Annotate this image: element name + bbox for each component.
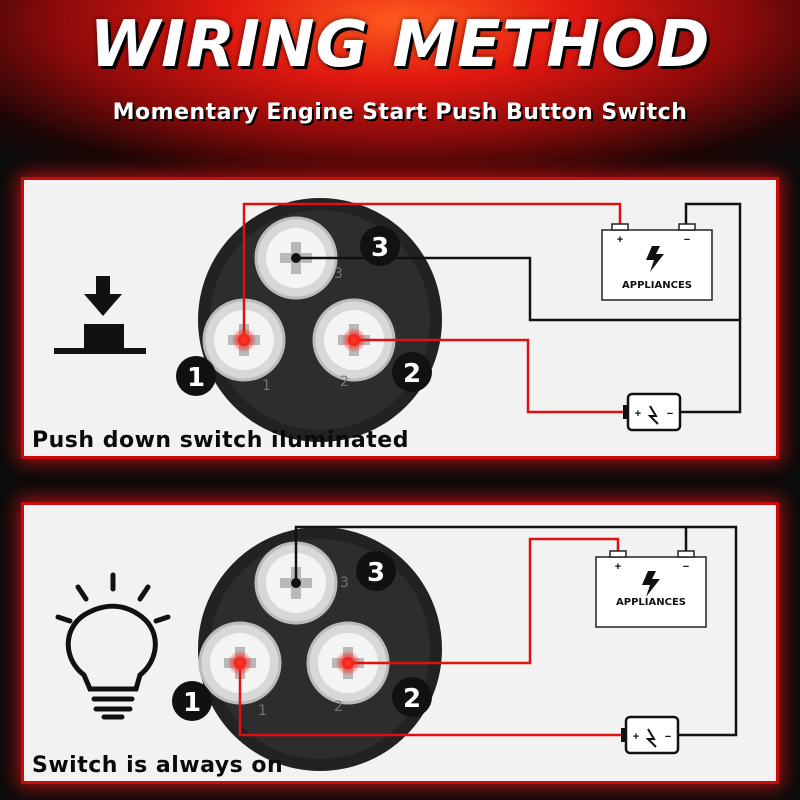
panel-caption: Push down switch iluminated <box>32 428 409 453</box>
molded-number-2: 2 <box>340 374 349 390</box>
svg-text:−: − <box>683 561 689 573</box>
appliances-label: APPLIANCES <box>616 597 686 608</box>
terminal-number-1-badge: 1 <box>172 681 212 721</box>
negative-wire-appliance <box>684 202 742 320</box>
wiring-panel-always-on: 1 2 3 3 1 2 <box>24 505 776 781</box>
svg-text:2: 2 <box>403 359 421 389</box>
terminal-number-3-badge: 3 <box>360 226 400 266</box>
svg-text:3: 3 <box>367 558 385 588</box>
terminal-2-glow <box>336 651 360 675</box>
svg-text:3: 3 <box>371 233 389 263</box>
positive-wire-to-appliance <box>242 202 622 340</box>
terminal-3-node <box>291 578 301 588</box>
svg-text:−: − <box>667 408 673 420</box>
light-bulb-icon <box>55 572 171 720</box>
appliance-box: + − APPLIANCES <box>601 223 713 301</box>
page-subtitle: Momentary Engine Start Push Button Switc… <box>112 100 688 125</box>
svg-text:−: − <box>684 234 690 246</box>
svg-text:+: + <box>635 408 641 420</box>
negative-wire-3 <box>296 256 742 414</box>
svg-text:+: + <box>633 731 639 743</box>
svg-text:1: 1 <box>187 363 205 393</box>
molded-number-1: 1 <box>262 378 271 394</box>
terminal-number-1-badge: 1 <box>176 356 216 396</box>
negative-wire-3 <box>294 525 738 737</box>
wiring-diagram-2: 1 2 3 3 1 2 <box>55 525 738 771</box>
appliance-box: + − APPLIANCES <box>595 550 707 628</box>
svg-text:2: 2 <box>403 684 421 714</box>
panel-caption: Switch is always on <box>32 753 284 778</box>
push-down-icon <box>54 276 146 354</box>
positive-wire-to-battery <box>354 338 628 414</box>
molded-number-2: 2 <box>334 699 343 715</box>
terminal-number-2-badge: 2 <box>392 352 432 392</box>
wiring-diagram-1: 1 2 3 3 1 2 <box>54 198 742 442</box>
svg-text:+: + <box>617 234 623 246</box>
appliances-label: APPLIANCES <box>622 280 692 291</box>
terminal-3-node <box>291 253 301 263</box>
page-title: WIRING METHOD <box>89 8 711 82</box>
lightning-icon <box>642 571 660 597</box>
molded-number-1: 1 <box>258 703 267 719</box>
positive-wire-to-appliance <box>348 537 620 665</box>
terminal-1-glow <box>228 651 252 675</box>
terminal-1-glow <box>232 328 256 352</box>
molded-number-3: 3 <box>334 266 343 282</box>
battery-icon: + − <box>623 392 682 432</box>
battery-icon: + − <box>621 715 680 755</box>
terminal-number-3-badge: 3 <box>356 551 396 591</box>
svg-text:−: − <box>665 731 671 743</box>
svg-text:1: 1 <box>183 688 201 718</box>
terminal-number-2-badge: 2 <box>392 677 432 717</box>
lightning-icon <box>646 246 664 272</box>
wires <box>242 202 742 414</box>
terminal-2-glow <box>342 328 366 352</box>
svg-text:+: + <box>615 561 621 573</box>
wiring-panel-push-illuminated: 1 2 3 3 1 2 <box>24 180 776 456</box>
molded-number-3: 3 <box>340 575 349 591</box>
positive-wire-to-battery <box>238 663 624 737</box>
